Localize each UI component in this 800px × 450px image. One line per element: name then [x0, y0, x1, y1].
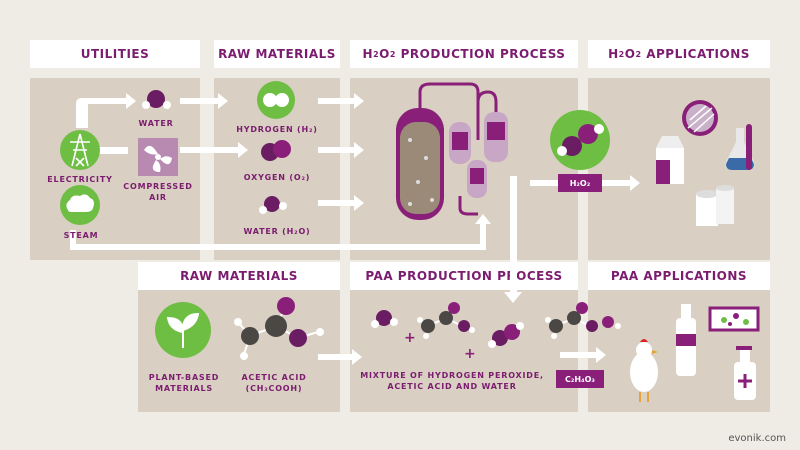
arrow-steam-loop — [70, 214, 491, 250]
petri-dish-icon — [708, 306, 760, 332]
header-raw-materials-bottom: RAW MATERIALS — [138, 262, 340, 290]
label-acetic-acid: ACETIC ACID (CH₃COOH) — [241, 373, 307, 393]
arrow-acetic-to-paa — [318, 349, 362, 365]
compressed-air-fan-icon — [138, 138, 178, 176]
label-water: WATER — [138, 119, 174, 128]
paa-h2o2-molecule-icon — [488, 322, 524, 348]
label-hydrogen: HYDROGEN (H₂) — [236, 125, 318, 134]
water-molecule-icon — [142, 90, 171, 109]
chicken-icon — [630, 339, 658, 402]
label-electricity: ELECTRICITY — [47, 175, 113, 184]
label-compressed-air: COMPRESSED AIR — [123, 182, 193, 202]
water-bottle-icon — [676, 304, 696, 376]
milk-carton-icon — [656, 136, 684, 184]
paa-acetic-molecule-icon — [417, 302, 475, 339]
arrow-water-to-process — [318, 195, 364, 211]
arrow-hydrogen-to-process — [318, 93, 364, 109]
water-h2o-molecule-icon — [259, 196, 287, 214]
paper-rolls-icon — [696, 185, 734, 226]
microscope-slide-icon — [682, 100, 718, 136]
label-plant-based: PLANT-BASED MATERIALS — [148, 373, 220, 393]
plus-sign: + — [404, 330, 416, 346]
reactor-plant-icon — [396, 82, 508, 220]
arrow-paa-to-applications — [560, 347, 606, 363]
arrow-air-to-oxygen — [180, 142, 248, 158]
arrow-electricity-to-air — [92, 147, 128, 154]
arrow-electricity-to-water — [76, 93, 136, 128]
spray-bottle-icon — [734, 346, 756, 400]
acetic-acid-atoms — [234, 297, 324, 360]
label-steam: STEAM — [63, 231, 99, 240]
label-oxygen: OXYGEN (O₂) — [243, 173, 311, 182]
tag-h2o2: H₂O₂ — [558, 174, 602, 192]
label-mixture: MIXTURE OF HYDROGEN PEROXIDE, ACETIC ACI… — [360, 371, 544, 391]
footer-site: evonik.com — [728, 433, 786, 444]
arrow-h2o2-to-paa — [504, 176, 522, 303]
header-utilities: UTILITIES — [30, 40, 200, 68]
peracetic-acid-molecule-icon — [545, 302, 621, 339]
label-water-h2o: WATER (H₂O) — [243, 227, 311, 236]
header-raw-materials-top: RAW MATERIALS — [214, 40, 340, 68]
plant-leaf-icon — [155, 302, 211, 358]
steam-cloud-icon — [60, 185, 100, 225]
h2o2-molecule-icon — [550, 110, 610, 170]
tag-paa: C₂H₄O₃ — [556, 370, 604, 388]
paa-water-molecule-icon — [371, 310, 398, 328]
arrow-water-to-hydrogen — [180, 93, 228, 109]
flask-icon — [725, 124, 755, 170]
arrow-oxygen-to-process — [318, 142, 364, 158]
paa-process-panel — [350, 290, 578, 412]
header-paa-applications: PAA APPLICATIONS — [588, 262, 770, 290]
electricity-pylon-icon — [60, 130, 100, 170]
plus-sign-2: + — [464, 346, 476, 362]
oxygen-molecule-icon — [261, 140, 291, 161]
h2o2-process-panel — [350, 78, 578, 260]
hydrogen-molecule-icon — [257, 81, 295, 119]
